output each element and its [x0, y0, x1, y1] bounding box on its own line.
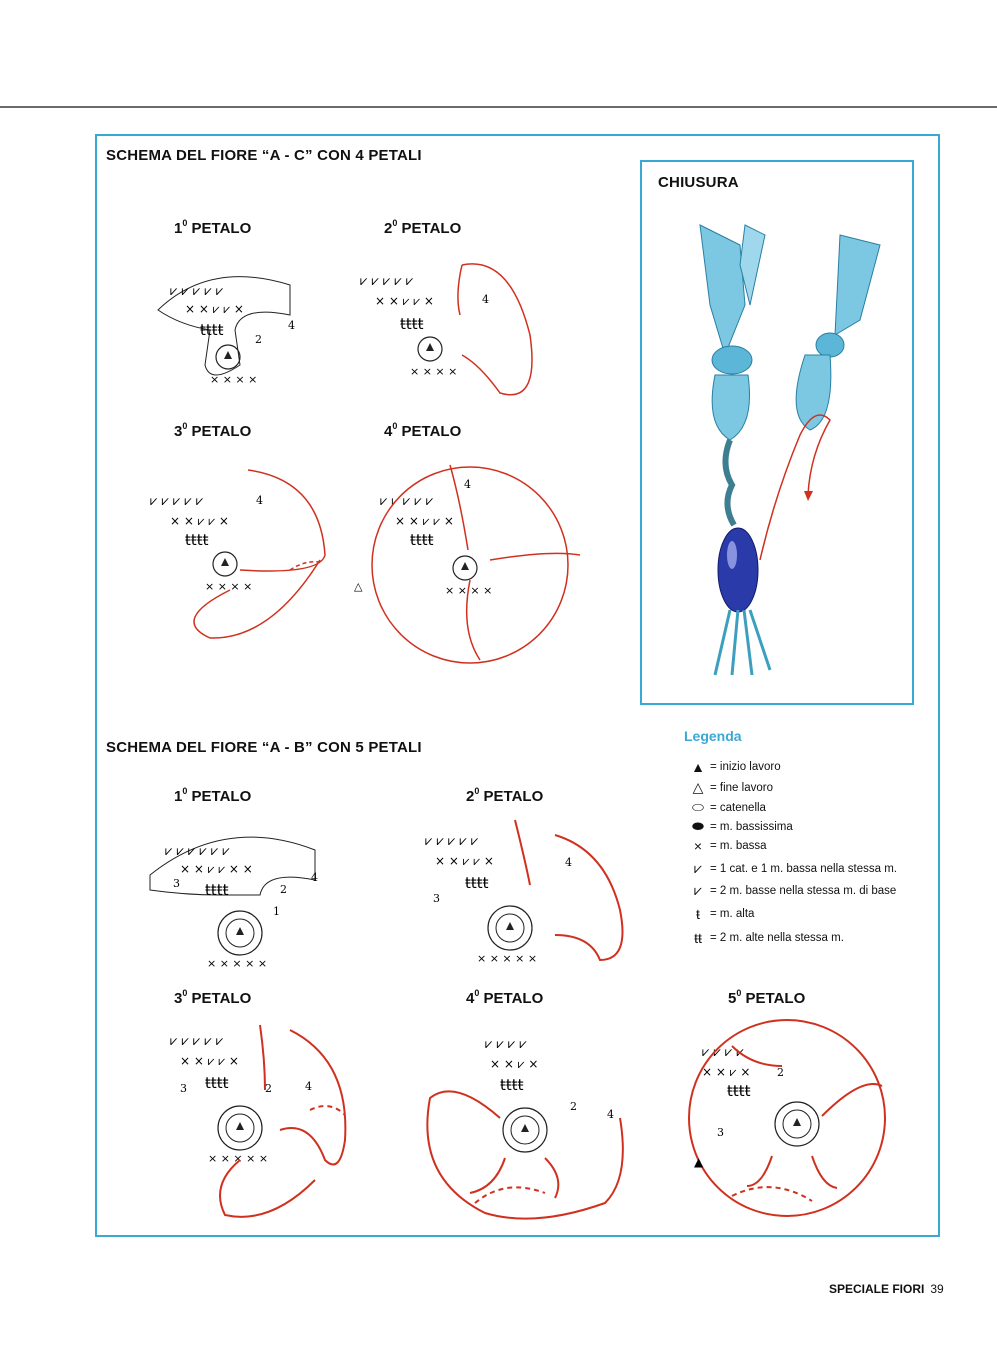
legend-item-chain: ⬭= catenella	[686, 799, 766, 816]
svg-text:4: 4	[482, 293, 489, 306]
svg-text:× × ⩗ ×: × × ⩗ ×	[490, 1057, 538, 1071]
svg-text:× × × ×: × × × ×	[410, 365, 457, 378]
svg-text:ŧŧŧŧ: ŧŧŧŧ	[465, 874, 489, 892]
svg-text:× × × × ×: × × × × ×	[208, 1152, 268, 1165]
svg-text:ŧŧŧŧ: ŧŧŧŧ	[727, 1082, 751, 1100]
s2-petal1-diagram: ⩗ ⩗ ⩗ ⩗ ⩗ ⩗ × × ⩗ ⩗ × × ŧŧŧŧ × × × × × 4…	[149, 836, 318, 970]
svg-text:3: 3	[173, 877, 180, 890]
chain-oval-icon: ⬭	[692, 799, 704, 815]
svg-text:4: 4	[607, 1108, 614, 1121]
start-arrow-icon: ▲	[691, 759, 705, 775]
svg-text:3: 3	[717, 1126, 724, 1139]
svg-text:ŧŧŧŧ: ŧŧŧŧ	[185, 531, 209, 549]
s1-petal1-diagram: ⩗ ⩗ ⩗ ⩗ ⩗ × × ⩗ ⩗ × ŧŧŧŧ × × × × 4 2	[157, 276, 295, 386]
end-arrow-icon: △	[354, 580, 363, 593]
legend-item-end: △= fine lavoro	[686, 779, 773, 796]
legend-item-start: ▲= inizio lavoro	[686, 759, 781, 775]
double-crochet-icon: ŧ	[696, 906, 700, 922]
content-frame	[95, 134, 940, 1237]
s2-petal2-label: 20 PETALO	[466, 786, 544, 805]
two-single-crochet-icon: ⩗	[694, 882, 702, 898]
svg-text:× × × × ×: × × × × ×	[207, 957, 267, 970]
svg-text:1: 1	[273, 905, 280, 918]
svg-text:ŧŧŧŧ: ŧŧŧŧ	[200, 321, 224, 339]
s1-petal1-label: 10 PETALO	[174, 218, 252, 237]
svg-text:4: 4	[565, 856, 572, 869]
svg-text:4: 4	[311, 871, 318, 884]
top-rule	[0, 106, 997, 108]
svg-text:3: 3	[433, 892, 440, 905]
legend-item-double: ŧ= m. alta	[686, 906, 754, 922]
svg-text:× × × ×: × × × ×	[210, 373, 257, 386]
s1-petal3-label: 30 PETALO	[174, 421, 252, 440]
svg-text:× × ⩗ ×: × × ⩗ ×	[702, 1065, 750, 1079]
legend-item-slip: ⬬= m. bassissima	[686, 818, 793, 835]
svg-text:ŧŧŧŧ: ŧŧŧŧ	[205, 1074, 229, 1092]
closure-illustration	[699, 224, 881, 676]
svg-text:2: 2	[255, 333, 262, 346]
s2-petal2-diagram: ⩗ ⩗ ⩗ ⩗ ⩗ × × ⩗ ⩗ × ŧŧŧŧ × × × × × 4 3	[425, 819, 624, 965]
svg-text:⩗ ⩗ ⩗ ⩗ ⩗: ⩗ ⩗ ⩗ ⩗ ⩗	[150, 494, 204, 509]
svg-text:× × ⩗ ⩗ ×: × × ⩗ ⩗ ×	[435, 854, 494, 868]
svg-text:2: 2	[570, 1100, 577, 1113]
svg-text:× × ⩗ ⩗ ×: × × ⩗ ⩗ ×	[375, 294, 434, 308]
svg-text:⩗ ⩗ ⩗ ⩗ ⩗: ⩗ ⩗ ⩗ ⩗ ⩗	[170, 1034, 224, 1049]
s1-petal2-diagram: ⩗ ⩗ ⩗ ⩗ ⩗ × × ⩗ ⩗ × ŧŧŧŧ × × × × 4	[360, 263, 533, 396]
page-number: 39	[930, 1282, 944, 1296]
section2-title: SCHEMA DEL FIORE “A - B” CON 5 PETALI	[106, 739, 422, 756]
svg-text:3: 3	[180, 1082, 187, 1095]
svg-text:2: 2	[265, 1082, 272, 1095]
page-footer: SPECIALE FIORI 39	[829, 1282, 944, 1296]
s2-petal3-label: 30 PETALO	[174, 988, 252, 1007]
svg-text:4: 4	[256, 494, 263, 507]
svg-text:× × ⩗ ⩗ ×: × × ⩗ ⩗ ×	[395, 514, 454, 528]
section1-title: SCHEMA DEL FIORE “A - C” CON 4 PETALI	[106, 147, 422, 164]
svg-text:⩗ ⩗ ⩗ ⩗ ⩗: ⩗ ⩗ ⩗ ⩗ ⩗	[425, 834, 479, 849]
svg-text:⩗ ⩗ ⩗ ⩗ ⩗: ⩗ ⩗ ⩗ ⩗ ⩗	[170, 284, 224, 299]
single-crochet-icon: ×	[693, 838, 703, 854]
svg-text:× × × × ×: × × × × ×	[477, 952, 537, 965]
svg-text:2: 2	[777, 1066, 784, 1079]
legend-item-two-single: ⩗= 2 m. basse nella stessa m. di base	[686, 882, 896, 899]
svg-text:ŧŧŧŧ: ŧŧŧŧ	[205, 881, 229, 899]
slip-stitch-icon: ⬬	[692, 818, 704, 834]
svg-text:⩗ ⩗ ⩗ ⩗: ⩗ ⩗ ⩗ ⩗	[485, 1037, 527, 1052]
s2-petal5-diagram: ⩗ ⩗ ⩗ ⩗ × × ⩗ × ŧŧŧŧ ▲ 2 3	[688, 1019, 886, 1217]
two-double-crochet-icon: ŧŧ	[694, 930, 702, 946]
svg-text:4: 4	[288, 319, 295, 332]
svg-text:× × ⩗ ⩗ ×: × × ⩗ ⩗ ×	[170, 514, 229, 528]
start-arrow-icon: ▲	[694, 1155, 704, 1169]
svg-text:4: 4	[305, 1080, 312, 1093]
s1-petal3-diagram: ⩗ ⩗ ⩗ ⩗ ⩗ × × ⩗ ⩗ × ŧŧŧŧ × × × × 4	[150, 469, 326, 639]
svg-text:⩗ ⩗ ⩗ ⩗ ⩗: ⩗ ⩗ ⩗ ⩗ ⩗	[380, 494, 434, 509]
s1-petal4-diagram: ⩗ ⩗ ⩗ ⩗ ⩗ × × ⩗ ⩗ × ŧŧŧŧ × × × × △ 4	[354, 464, 581, 664]
legend-item-single: ×= m. bassa	[686, 838, 767, 854]
s1-petal2-label: 20 PETALO	[384, 218, 462, 237]
svg-text:× × ⩗ ⩗ ×: × × ⩗ ⩗ ×	[185, 302, 244, 316]
closure-box	[640, 160, 914, 705]
s2-petal1-label: 10 PETALO	[174, 786, 252, 805]
svg-text:4: 4	[464, 478, 471, 491]
closure-title: CHIUSURA	[658, 174, 739, 191]
footer-section: SPECIALE FIORI	[829, 1282, 925, 1296]
svg-text:ŧŧŧŧ: ŧŧŧŧ	[500, 1076, 524, 1094]
legend-item-chain-single: ⩗= 1 cat. e 1 m. bassa nella stessa m.	[686, 860, 897, 877]
s2-petal4-label: 40 PETALO	[466, 988, 544, 1007]
svg-text:ŧŧŧŧ: ŧŧŧŧ	[400, 315, 424, 333]
svg-text:× × ⩗ ⩗ ×: × × ⩗ ⩗ ×	[180, 1054, 239, 1068]
s2-petal4-diagram: ⩗ ⩗ ⩗ ⩗ × × ⩗ × ŧŧŧŧ 4 2	[426, 1037, 624, 1220]
svg-text:× × × ×: × × × ×	[205, 580, 252, 593]
s2-petal5-label: 50 PETALO	[728, 988, 806, 1007]
legend-item-two-double: ŧŧ= 2 m. alte nella stessa m.	[686, 930, 844, 946]
s2-petal3-diagram: ⩗ ⩗ ⩗ ⩗ ⩗ × × ⩗ ⩗ × ŧŧŧŧ × × × × × 4 2 3	[170, 1024, 347, 1218]
svg-text:⩗ ⩗ ⩗ ⩗ ⩗: ⩗ ⩗ ⩗ ⩗ ⩗	[360, 274, 414, 289]
svg-text:ŧŧŧŧ: ŧŧŧŧ	[410, 531, 434, 549]
svg-text:⩗ ⩗ ⩗ ⩗ ⩗ ⩗: ⩗ ⩗ ⩗ ⩗ ⩗ ⩗	[165, 844, 230, 859]
chain-single-crochet-icon: ⩗	[694, 860, 702, 876]
s1-petal4-label: 40 PETALO	[384, 421, 462, 440]
svg-text:2: 2	[280, 883, 287, 896]
legend-title: Legenda	[684, 728, 742, 744]
end-arrow-icon: △	[692, 779, 704, 795]
svg-text:× × ⩗ ⩗ × ×: × × ⩗ ⩗ × ×	[180, 862, 253, 876]
